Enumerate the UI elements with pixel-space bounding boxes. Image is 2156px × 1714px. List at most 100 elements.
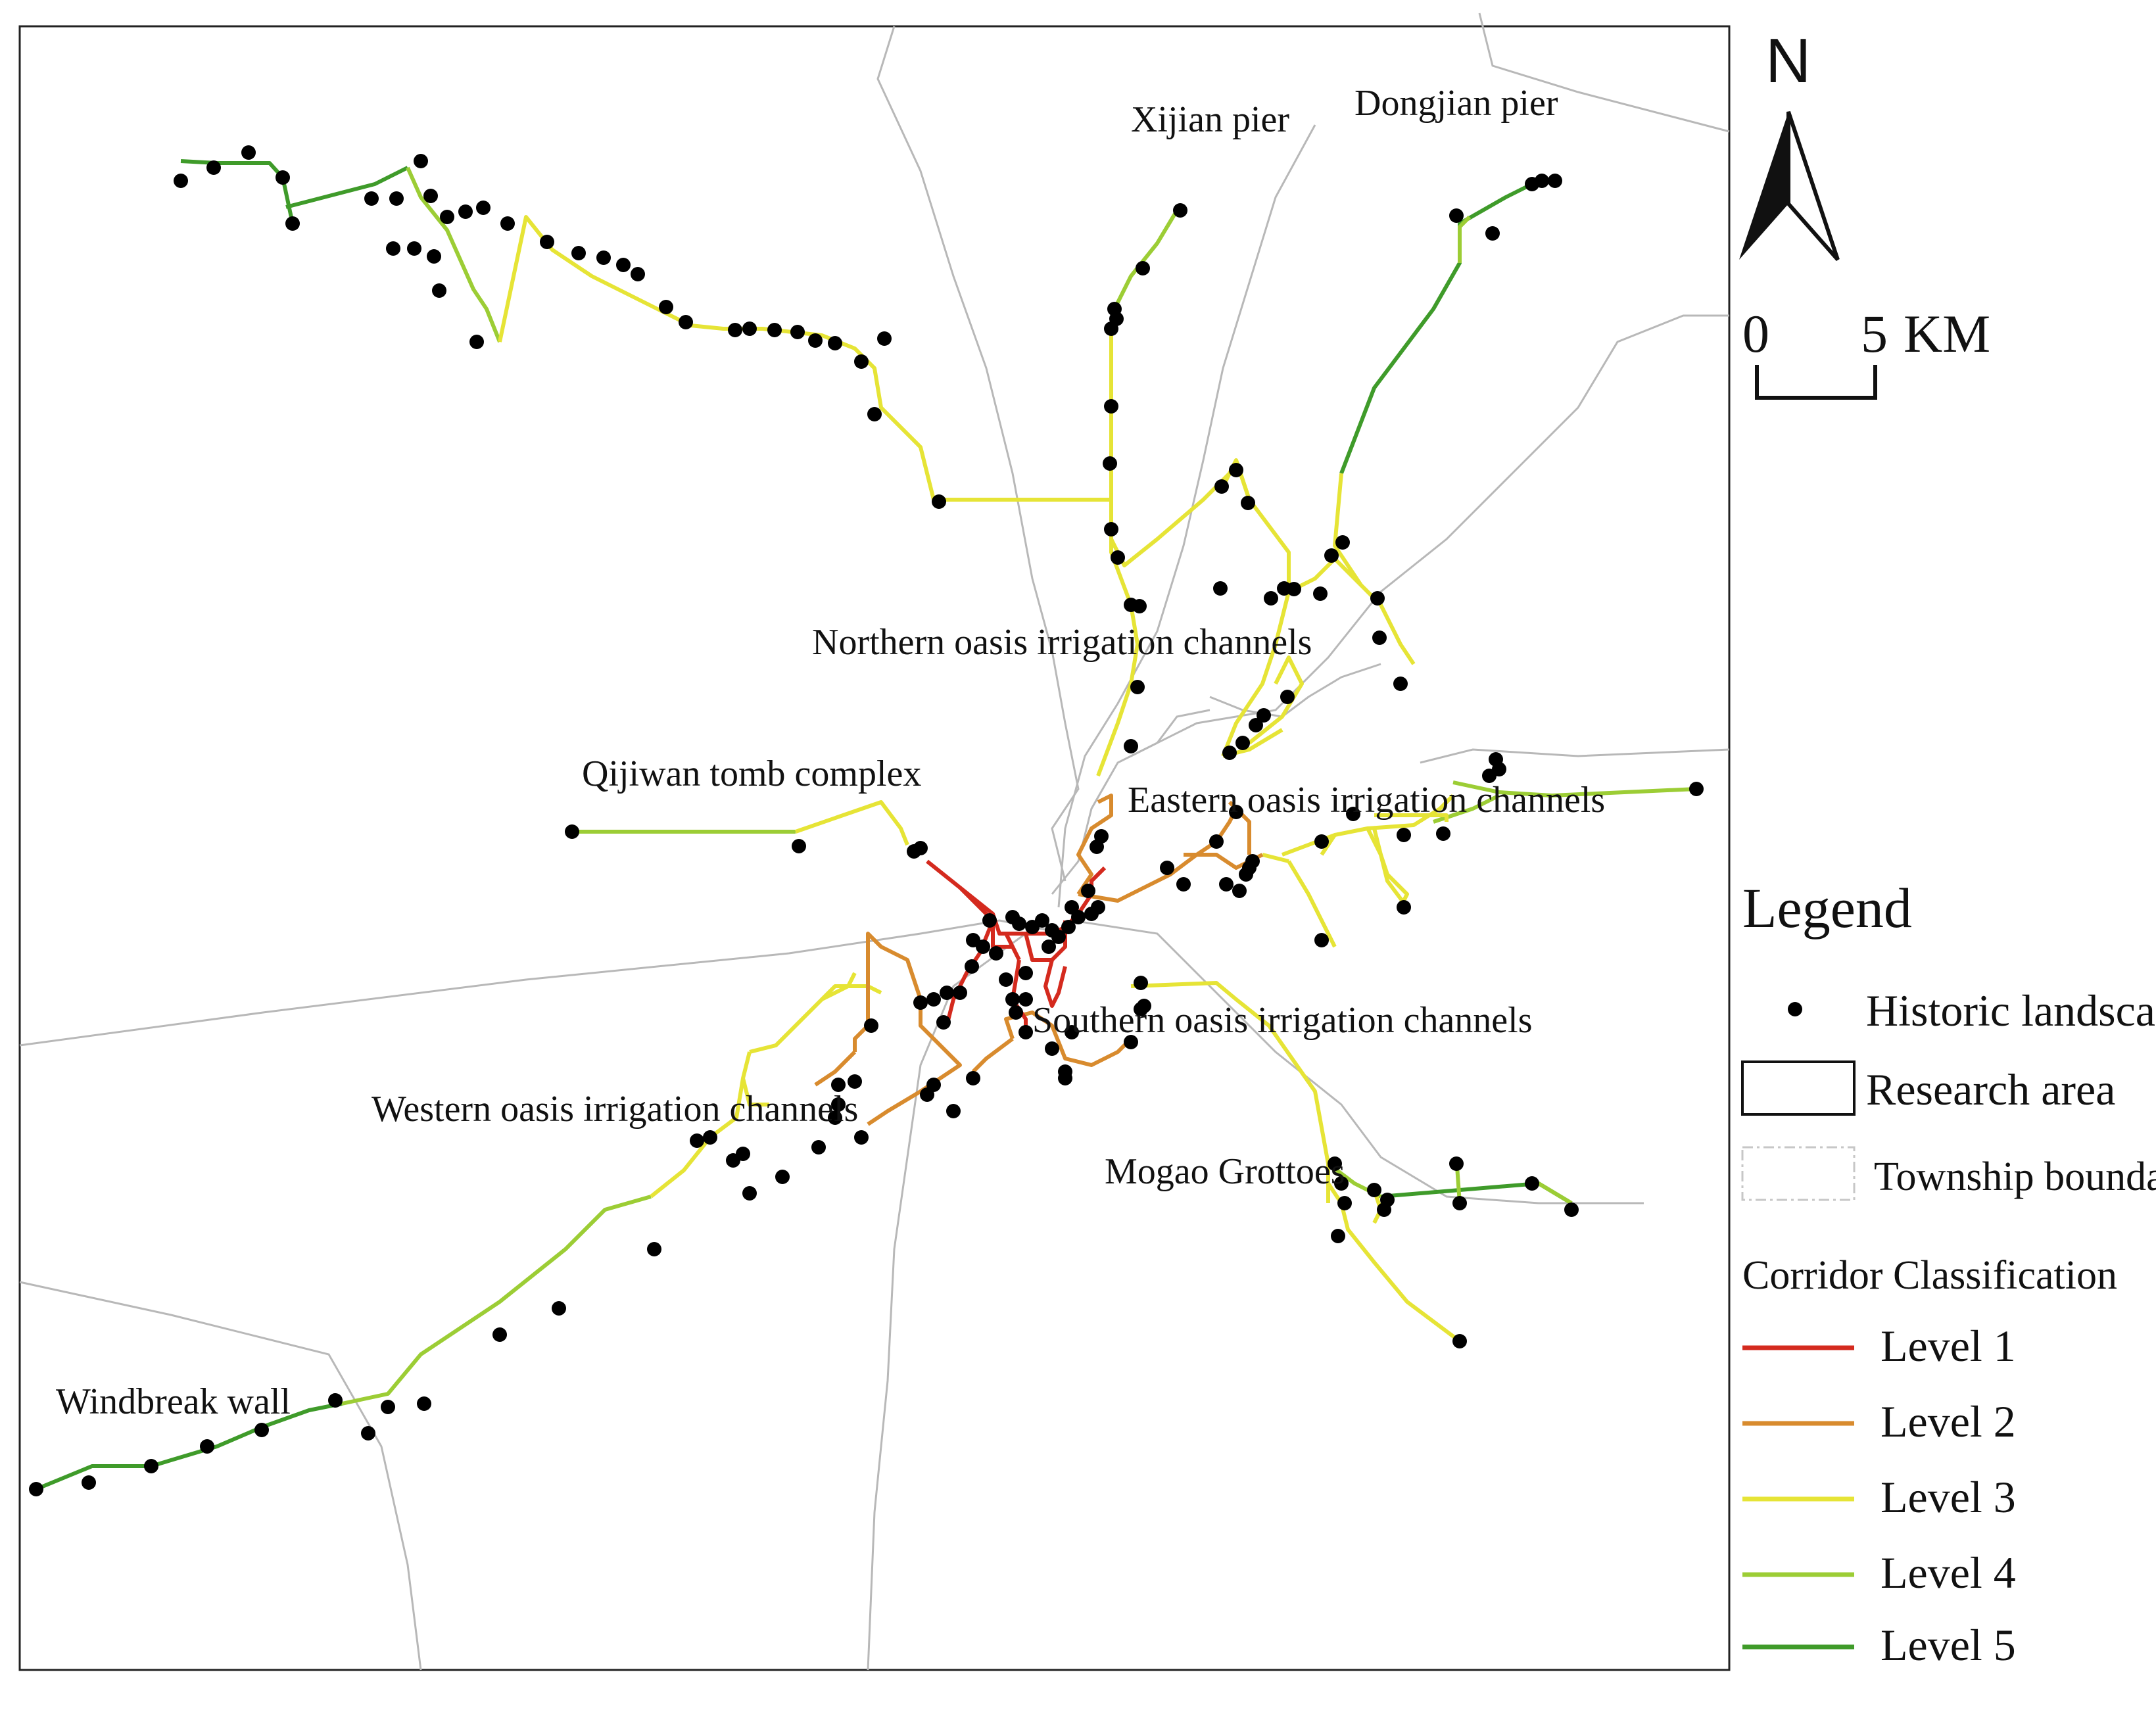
- historic-landscape-point: [966, 933, 980, 947]
- label-xijian-pier: Xijian pier: [1131, 99, 1289, 140]
- historic-landscape-point: [1346, 807, 1360, 821]
- historic-landscape-point: [1264, 591, 1278, 606]
- historic-landscape-point: [1229, 805, 1243, 819]
- historic-landscape-point: [982, 913, 997, 928]
- historic-landscape-point: [936, 1015, 951, 1030]
- legend-corridor-title: Corridor Classification: [1742, 1253, 2117, 1298]
- historic-landscape-point: [328, 1393, 343, 1408]
- scale-bar: 0 5 KM: [1742, 304, 1990, 400]
- historic-landscape-point: [540, 235, 554, 249]
- historic-landscape-point: [492, 1327, 507, 1342]
- historic-landscape-point: [679, 315, 693, 329]
- label-windbreak-wall: Windbreak wall: [56, 1381, 291, 1422]
- historic-landscape-point: [792, 839, 806, 853]
- historic-landscape-point: [552, 1301, 566, 1316]
- historic-landscape-point: [1111, 550, 1125, 565]
- historic-landscape-point: [1313, 586, 1328, 601]
- historic-landscape-point: [1045, 1041, 1059, 1056]
- historic-landscape-point: [1065, 900, 1079, 915]
- township-boundaries: [19, 12, 1730, 1671]
- historic-landscape-point: [1173, 203, 1187, 218]
- historic-landscape-point: [1452, 1334, 1467, 1348]
- historic-landscape-point: [1331, 1229, 1345, 1243]
- historic-landscape-points: [29, 145, 1704, 1496]
- historic-landscape-point: [364, 191, 379, 206]
- legend-title: Legend: [1742, 876, 1912, 940]
- historic-landscape-point: [940, 986, 954, 1000]
- historic-landscape-point: [1548, 174, 1562, 188]
- historic-landscape-point: [1232, 884, 1247, 898]
- label-dongjian-pier: Dongjian pier: [1354, 83, 1558, 124]
- historic-landscape-point: [500, 216, 515, 231]
- historic-landscape-point: [206, 160, 221, 175]
- legend-level-2: Level 2: [1881, 1396, 2016, 1446]
- historic-landscape-point: [913, 995, 928, 1010]
- historic-landscape-point: [1136, 261, 1150, 275]
- label-northern-channels: Northern oasis irrigation channels: [812, 622, 1312, 663]
- historic-landscape-point: [386, 241, 400, 256]
- legend-level-4: Level 4: [1881, 1548, 2016, 1598]
- historic-landscape-point: [1241, 496, 1255, 510]
- legend-research-area: Research area: [1866, 1064, 2115, 1114]
- historic-landscape-point: [811, 1140, 826, 1155]
- historic-landscape-point: [831, 1078, 846, 1092]
- legend-historic-landscape: Historic landscape: [1866, 986, 2156, 1036]
- north-label: N: [1765, 26, 1811, 96]
- research-area-frame: [18, 25, 1731, 1671]
- historic-landscape-point: [631, 267, 645, 281]
- historic-landscape-point: [1222, 746, 1237, 760]
- historic-landscape-point: [742, 321, 757, 336]
- historic-landscape-point: [432, 283, 446, 298]
- historic-landscape-point: [1107, 302, 1122, 316]
- historic-landscape-point: [864, 1018, 878, 1033]
- historic-landscape-point: [1132, 599, 1147, 613]
- historic-landscape-point: [1525, 177, 1539, 191]
- historic-landscape-point: [1124, 739, 1138, 753]
- historic-landscape-point: [1449, 208, 1464, 223]
- historic-landscape-point: [1328, 1156, 1342, 1171]
- historic-landscape-point: [999, 972, 1013, 987]
- historic-landscape-point: [1209, 834, 1224, 849]
- legend-township-boundaries: Township boundaries: [1874, 1155, 2156, 1199]
- historic-landscape-point: [285, 216, 300, 231]
- label-qijiwan-tomb: Qijiwan tomb complex: [582, 753, 921, 794]
- historic-landscape-point: [742, 1186, 757, 1201]
- historic-landscape-point: [989, 946, 1003, 961]
- historic-landscape-point: [1482, 769, 1497, 783]
- historic-landscape-point: [1377, 1202, 1391, 1217]
- corridor-level-5: [35, 159, 1573, 1491]
- historic-landscape-point: [1564, 1202, 1579, 1217]
- historic-landscape-point: [417, 1396, 431, 1411]
- historic-landscape-point: [381, 1400, 395, 1414]
- historic-landscape-point: [932, 494, 946, 509]
- historic-landscape-point: [1091, 900, 1105, 915]
- historic-landscape-point: [808, 333, 823, 348]
- historic-landscape-point: [1372, 631, 1387, 645]
- label-mogao-grottoes: Mogao Grottoes: [1105, 1151, 1345, 1192]
- historic-landscape-point: [1337, 1196, 1352, 1210]
- historic-landscape-point: [241, 145, 256, 160]
- historic-landscape-point: [854, 354, 869, 369]
- historic-landscape-point: [1334, 1176, 1349, 1191]
- historic-landscape-point: [1104, 399, 1118, 414]
- legend-level-1: Level 1: [1881, 1321, 2016, 1371]
- historic-landscape-point: [1124, 1035, 1138, 1049]
- legend-point-symbol: [1788, 1002, 1802, 1016]
- historic-landscape-point: [469, 335, 484, 349]
- historic-landscape-point: [407, 241, 421, 256]
- historic-landscape-point: [848, 1074, 862, 1089]
- historic-landscape-point: [965, 959, 979, 974]
- historic-landscape-point: [476, 201, 491, 215]
- historic-landscape-point: [1213, 581, 1228, 596]
- legend-township-symbol: [1741, 1146, 1856, 1201]
- scale-unit: KM: [1904, 304, 1990, 364]
- historic-landscape-point: [616, 258, 631, 272]
- historic-landscape-point: [440, 210, 454, 224]
- historic-landscape-point: [427, 249, 441, 264]
- historic-landscape-point: [1081, 884, 1095, 898]
- historic-landscape-point: [690, 1133, 704, 1148]
- historic-landscape-point: [389, 191, 404, 206]
- scale-start: 0: [1742, 304, 1769, 364]
- historic-landscape-point: [1005, 992, 1020, 1007]
- historic-landscape-point: [726, 1153, 740, 1168]
